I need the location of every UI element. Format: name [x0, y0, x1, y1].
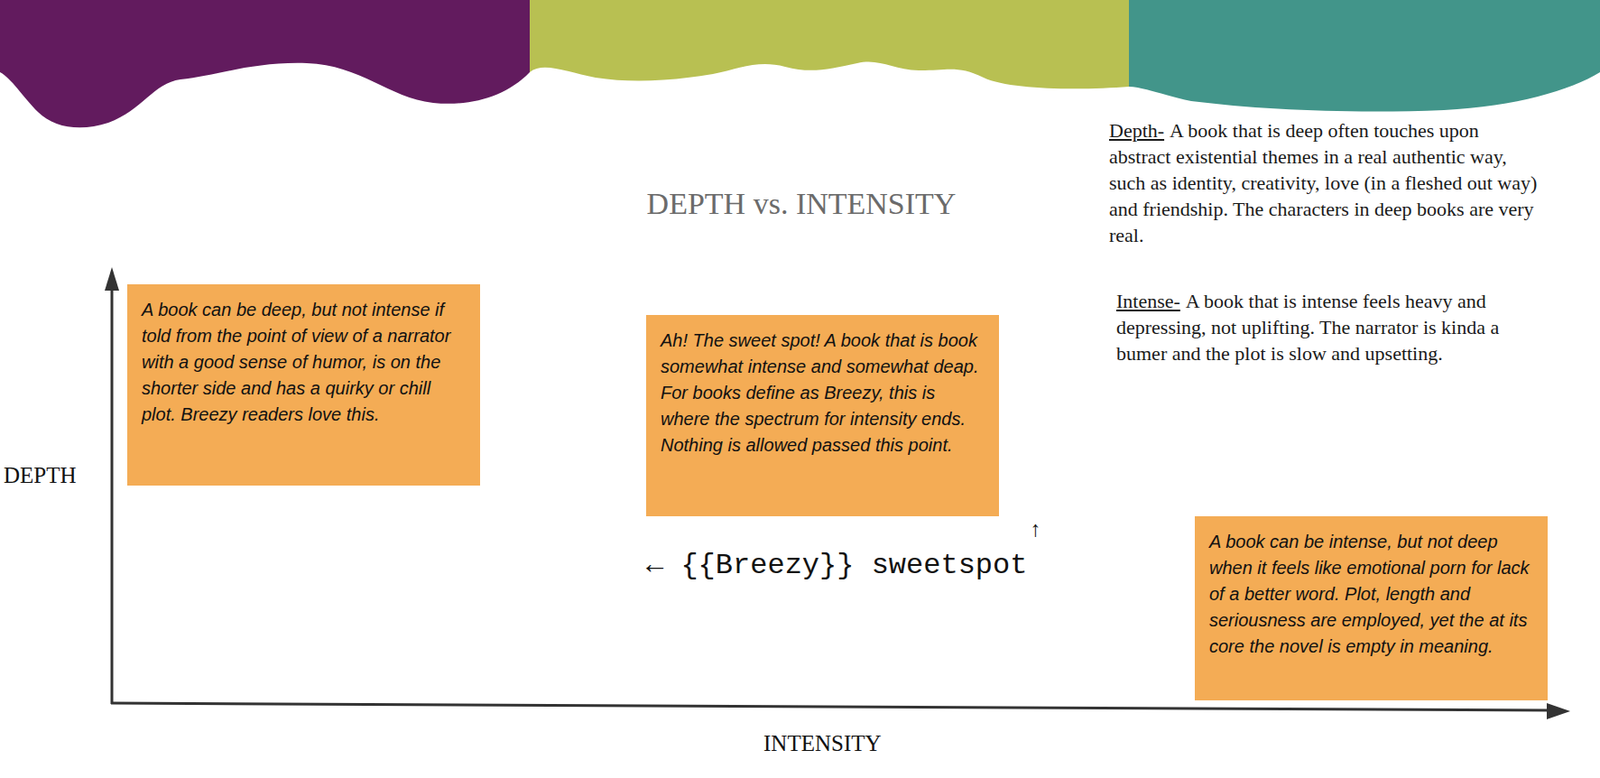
axis-label-group: DEPTH: [3, 462, 77, 490]
definition-term: Depth-: [1109, 119, 1165, 142]
x-axis: [110, 702, 1551, 711]
sweetspot-label-group: ← {{Breezy}} sweetspot: [646, 548, 1027, 583]
axis-label-group: INTENSITY: [763, 730, 882, 758]
definition-group: Depth-A book that is deep often touches …: [1109, 117, 1538, 249]
note-box: Ah! The sweet spot! A book that is book …: [646, 314, 999, 517]
green-band: [529, 0, 1129, 89]
axis-label: INTENSITY: [763, 730, 882, 756]
pointer-arrow: ↑: [1028, 517, 1042, 543]
pointer-arrow-group: ↑: [1028, 517, 1042, 544]
definition-group: Intense-A book that is intense feels hea…: [1116, 287, 1541, 367]
x-axis-arrowhead: [1546, 702, 1571, 720]
y-axis: [110, 285, 114, 704]
teal-band: [1128, 0, 1600, 112]
y-axis-arrowhead: [104, 267, 120, 291]
note-text: A book can be intense, but not deep when…: [1209, 528, 1534, 660]
axis-label: DEPTH: [3, 462, 77, 488]
definition: A book that is deep often touches upon a…: [1109, 119, 1537, 247]
definition-term: Intense-: [1116, 289, 1181, 313]
purple-band: [0, 0, 530, 128]
note-box: A book can be deep, but not intense if t…: [127, 284, 481, 486]
sweetspot-label: ← {{Breezy}} sweetspot: [646, 548, 1027, 583]
note-text: A book can be deep, but not intense if t…: [141, 296, 466, 428]
note-box: A book can be intense, but not deep when…: [1194, 516, 1548, 701]
note-text: Ah! The sweet spot! A book that is book …: [660, 327, 985, 459]
